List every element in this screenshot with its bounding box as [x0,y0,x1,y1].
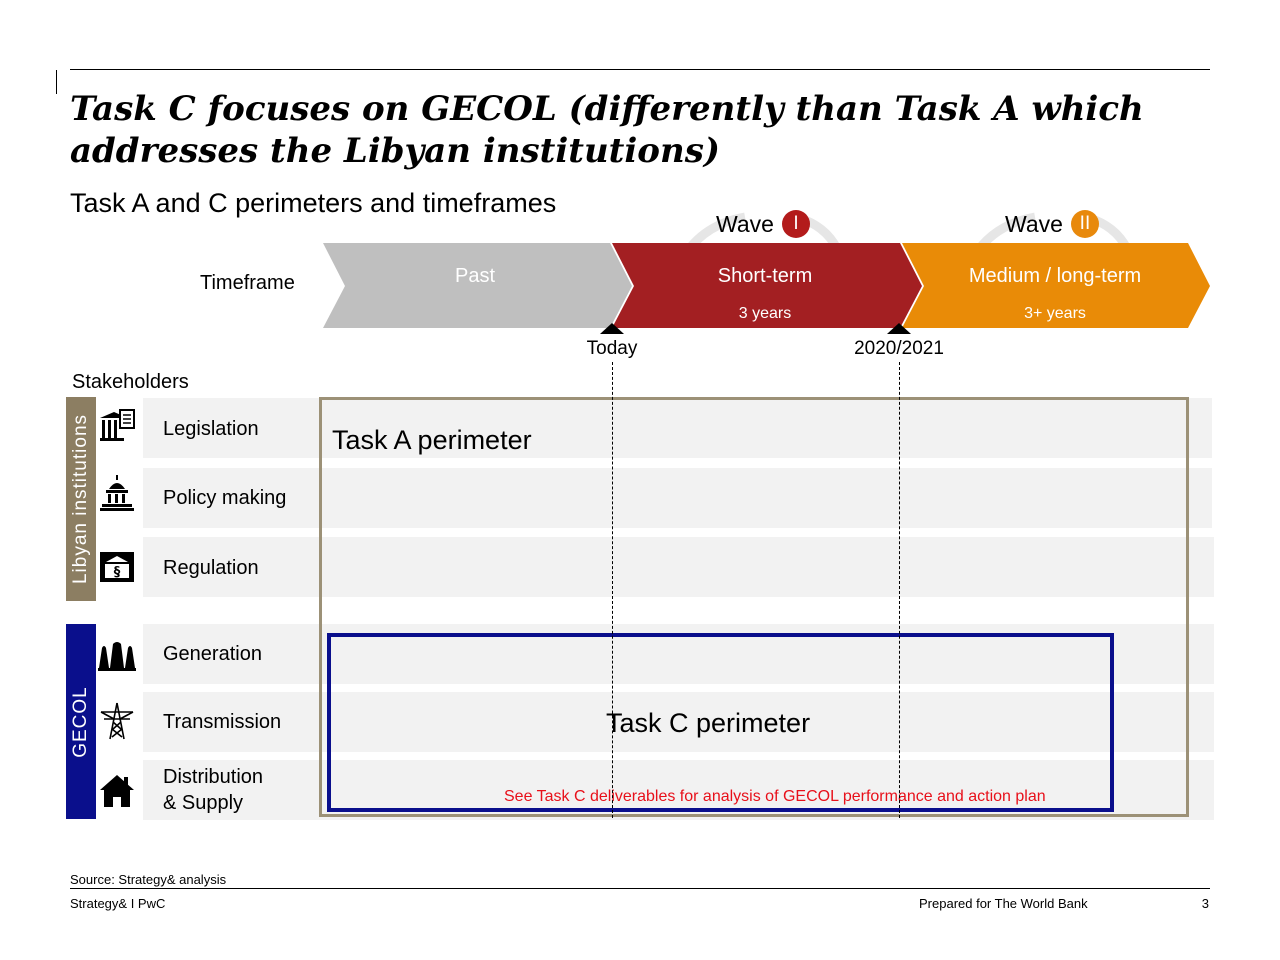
row-label-regulation: Regulation [163,557,259,579]
timeframe-label: Timeframe [200,272,295,294]
page-subtitle: Task A and C perimeters and timeframes [70,188,557,218]
timeframe-chevrons [323,243,1210,328]
columns-document-icon [100,409,135,441]
group-gecol: GECOL [66,624,96,819]
transmission-tower-icon [100,702,134,740]
row-label-legislation: Legislation [163,418,259,440]
row-label-supply: & Supply [163,792,244,814]
source-note: Source: Strategy& analysis [70,872,227,887]
svg-text:§: § [114,565,121,580]
phase-past: Past [454,265,496,287]
row-label-distribution-supply: Distribution & Supply [163,764,263,816]
power-plant-icon [98,642,136,671]
2020-dashed-line [899,362,900,818]
row-label-distribution: Distribution [163,766,264,788]
bottom-rule [70,888,1210,889]
group-libyan-institutions: Libyan institutions [66,397,96,601]
wave-2-number: II [1070,210,1099,238]
phase-medium-long-term-duration: 3+ years [1024,305,1086,322]
task-a-perimeter-box [319,397,1189,817]
row-label-generation: Generation [163,643,262,665]
row-label-policy-making: Policy making [163,487,287,509]
regulation-paragraph-icon: § [100,552,134,582]
phase-short-term-duration: 3 years [738,305,792,322]
chevron-past [323,243,632,328]
page-title: Task C focuses on GECOL (differently tha… [70,89,1144,171]
phase-short-term: Short-term [717,265,813,287]
task-c-perimeter-label: Task C perimeter [606,708,811,738]
wave-2-text: Wave [1005,210,1063,237]
task-c-note: See Task C deliverables for analysis of … [504,788,1046,805]
row-label-transmission: Transmission [163,711,282,733]
chevron-medium-long-term [902,243,1210,328]
task-a-perimeter-label: Task A perimeter [332,425,532,455]
group-libyan-institutions-label: Libyan institutions [70,413,91,585]
wave-1-label: Wave I [716,210,810,238]
top-rule [70,69,1210,70]
house-icon [100,775,134,807]
stakeholders-title: Stakeholders [72,371,189,393]
phase-medium-long-term: Medium / long-term [968,265,1142,287]
wave-1-number: I [781,210,810,238]
wave-1-text: Wave [716,210,774,237]
page-number: 3 [1201,896,1209,911]
marker-2020-2021: 2020/2021 [854,338,944,359]
footer-right: Prepared for The World Bank [919,896,1088,911]
task-c-perimeter-box [327,633,1114,812]
footer-left: Strategy& I PwC [70,896,166,911]
chevron-short-term [612,243,922,328]
marker-today: Today [586,338,638,359]
marker-triangles [600,323,911,334]
today-dashed-line [612,362,613,818]
today-triangle [600,323,624,334]
capitol-building-icon [100,475,134,511]
corner-mark [56,70,57,94]
group-gecol-label: GECOL [70,685,91,758]
2020-triangle [887,323,911,334]
wave-2-label: Wave II [1005,210,1099,238]
